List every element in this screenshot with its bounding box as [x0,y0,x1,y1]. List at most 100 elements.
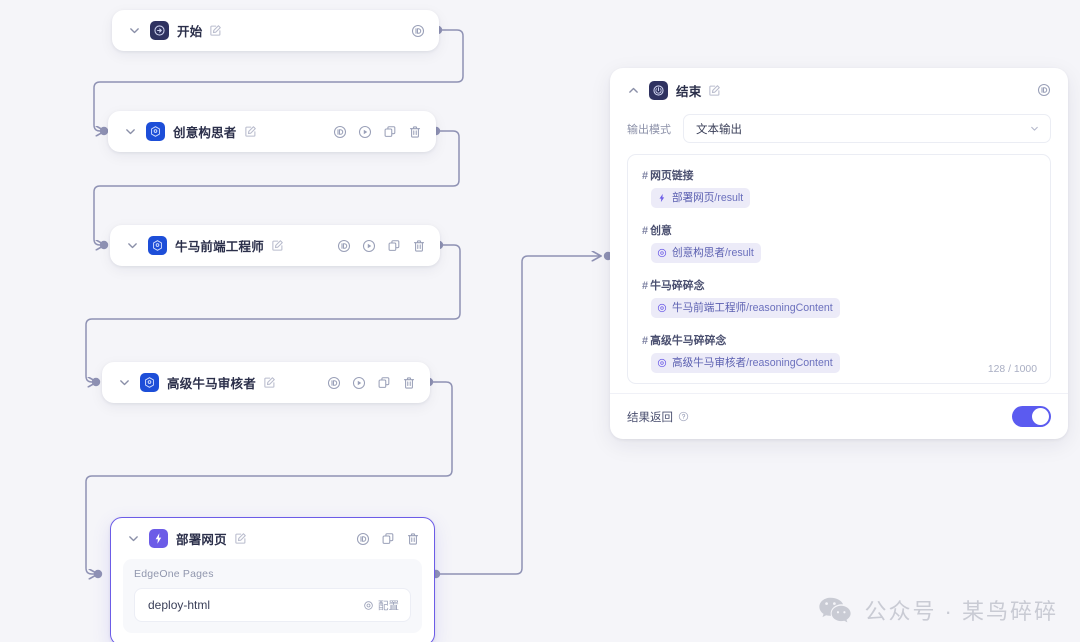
edit-icon[interactable] [271,239,284,252]
hash-symbol: # [642,335,649,347]
node-frontend-header[interactable]: 牛马前端工程师 [110,225,440,266]
delete-icon[interactable] [408,125,422,139]
configure-label: 配置 [378,599,399,612]
node-frontend-title: 牛马前端工程师 [175,240,264,254]
variable-pill-text: 牛马前端工程师/reasoningContent [672,302,833,314]
id-badge-icon[interactable] [356,532,370,546]
watermark-text: 公众号 · 某鸟碎碎 [864,599,1058,624]
end-node-panel[interactable]: 结束 输出模式 文本输出 #网页链接 [610,68,1068,439]
node-reviewer[interactable]: 高级牛马审核者 [102,362,430,403]
id-badge-icon[interactable] [1037,83,1051,97]
node-deploy-project-field[interactable]: deploy-html 配置 [134,588,411,622]
end-panel-title: 结束 [676,84,702,99]
variable-pill-text: 高级牛马审核者/reasoningContent [672,357,833,369]
result-return-toggle[interactable] [1012,406,1051,427]
variable-pill[interactable]: 高级牛马审核者/reasoningContent [651,353,840,373]
variable-block: #网页链接 部署网页/result [642,167,1036,208]
agent-hex-icon [140,373,159,392]
agent-hex-icon [146,122,165,141]
watermark: 公众号 · 某鸟碎碎 [818,594,1058,626]
lightning-small-icon [657,193,667,203]
node-creative-actions[interactable] [333,125,422,139]
chevron-down-icon [1029,123,1040,134]
chevron-down-icon[interactable] [127,532,140,545]
copy-icon[interactable] [387,239,401,253]
chevron-down-icon[interactable] [128,24,141,37]
variable-block: #牛马碎碎念 牛马前端工程师/reasoningContent [642,277,1036,318]
variable-pill[interactable]: 牛马前端工程师/reasoningContent [651,298,840,318]
toggle-knob [1032,408,1049,425]
copy-icon[interactable] [381,532,395,546]
node-start-header[interactable]: 开始 [112,10,439,51]
wechat-icon [818,596,852,624]
run-icon[interactable] [362,239,376,253]
node-frontend-actions[interactable] [337,239,426,253]
run-icon[interactable] [352,376,366,390]
character-counter: 128 / 1000 [987,364,1037,375]
hash-symbol: # [642,170,649,182]
variable-pill[interactable]: 创意构思者/result [651,243,761,263]
node-deploy-header[interactable]: 部署网页 [111,518,434,559]
variable-heading: #高级牛马碎碎念 [642,335,727,347]
node-creative[interactable]: 创意构思者 [108,111,436,152]
end-panel-body: 输出模式 文本输出 #网页链接 部署网页/result [610,112,1068,384]
node-creative-title: 创意构思者 [173,126,237,140]
variable-pill-text: 创意构思者/result [672,247,754,259]
gear-icon [363,600,374,611]
node-start-actions[interactable] [411,24,425,38]
delete-icon[interactable] [412,239,426,253]
output-mode-label: 输出模式 [627,123,671,136]
output-mode-row: 输出模式 文本输出 [627,114,1051,143]
chevron-down-icon[interactable] [124,125,137,138]
chevron-up-icon[interactable] [627,84,640,97]
help-circle-icon[interactable] [678,411,689,422]
start-arrow-icon [150,21,169,40]
variable-pill-text: 部署网页/result [672,192,744,204]
node-reviewer-actions[interactable] [327,376,416,390]
agent-small-icon [657,358,667,368]
output-mode-value: 文本输出 [696,123,742,136]
variable-pill[interactable]: 部署网页/result [651,188,751,208]
variable-heading: #牛马碎碎念 [642,280,705,292]
chevron-down-icon[interactable] [126,239,139,252]
id-badge-icon[interactable] [337,239,351,253]
delete-icon[interactable] [402,376,416,390]
id-badge-icon[interactable] [411,24,425,38]
edit-icon[interactable] [209,24,222,37]
edit-icon[interactable] [234,532,247,545]
node-deploy-title: 部署网页 [176,533,227,547]
node-reviewer-header[interactable]: 高级牛马审核者 [102,362,430,403]
copy-icon[interactable] [383,125,397,139]
variable-block: #高级牛马碎碎念 高级牛马审核者/reasoningContent [642,332,1036,373]
id-badge-icon[interactable] [333,125,347,139]
output-mode-select[interactable]: 文本输出 [683,114,1051,143]
run-icon[interactable] [358,125,372,139]
variable-heading: #网页链接 [642,170,694,182]
edit-icon[interactable] [263,376,276,389]
node-frontend[interactable]: 牛马前端工程师 [110,225,440,266]
hash-symbol: # [642,280,649,292]
node-deploy-project-value: deploy-html [148,598,211,612]
node-deploy[interactable]: 部署网页 EdgeOne Pages deploy-html [110,517,435,642]
node-start-title: 开始 [177,25,203,39]
end-panel-footer: 结果返回 [610,393,1068,439]
edit-icon[interactable] [708,84,721,97]
agent-hex-icon [148,236,167,255]
end-panel-header[interactable]: 结束 [610,68,1068,112]
node-start[interactable]: 开始 [112,10,439,51]
node-creative-header[interactable]: 创意构思者 [108,111,436,152]
chevron-down-icon[interactable] [118,376,131,389]
delete-icon[interactable] [406,532,420,546]
node-deploy-actions[interactable] [356,532,420,546]
result-return-label: 结果返回 [627,409,689,425]
copy-icon[interactable] [377,376,391,390]
output-template-textarea[interactable]: #网页链接 部署网页/result #创意 创意构思者/resu [627,154,1051,384]
power-icon [649,80,668,100]
variable-heading: #创意 [642,225,672,237]
id-badge-icon[interactable] [327,376,341,390]
configure-button[interactable]: 配置 [363,598,399,613]
agent-small-icon [657,303,667,313]
edit-icon[interactable] [244,125,257,138]
node-deploy-subtitle: EdgeOne Pages [134,568,214,580]
